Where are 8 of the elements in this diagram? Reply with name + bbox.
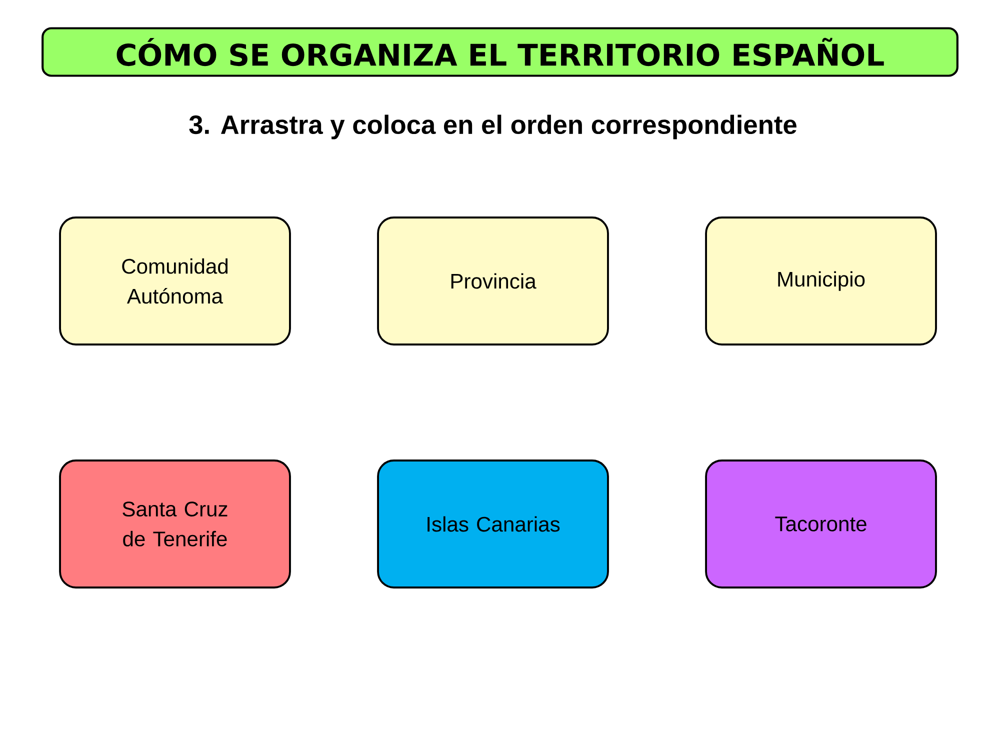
- answer-card: Provincia: [377, 216, 609, 346]
- answer-card: Municipio: [705, 216, 937, 346]
- answer-card: Tacoronte: [705, 460, 937, 588]
- answer-card: Islas Canarias: [377, 460, 609, 588]
- answer-card: Comunidad Autónoma: [59, 216, 291, 346]
- answer-card: Santa Cruz de Tenerife: [59, 460, 291, 588]
- instruction-text: 3. Arrastra y coloca en el orden correspondiente: [189, 114, 796, 140]
- title-banner: CÓMO SE ORGANIZA EL TERRITORIO ESPAÑOL: [42, 27, 958, 77]
